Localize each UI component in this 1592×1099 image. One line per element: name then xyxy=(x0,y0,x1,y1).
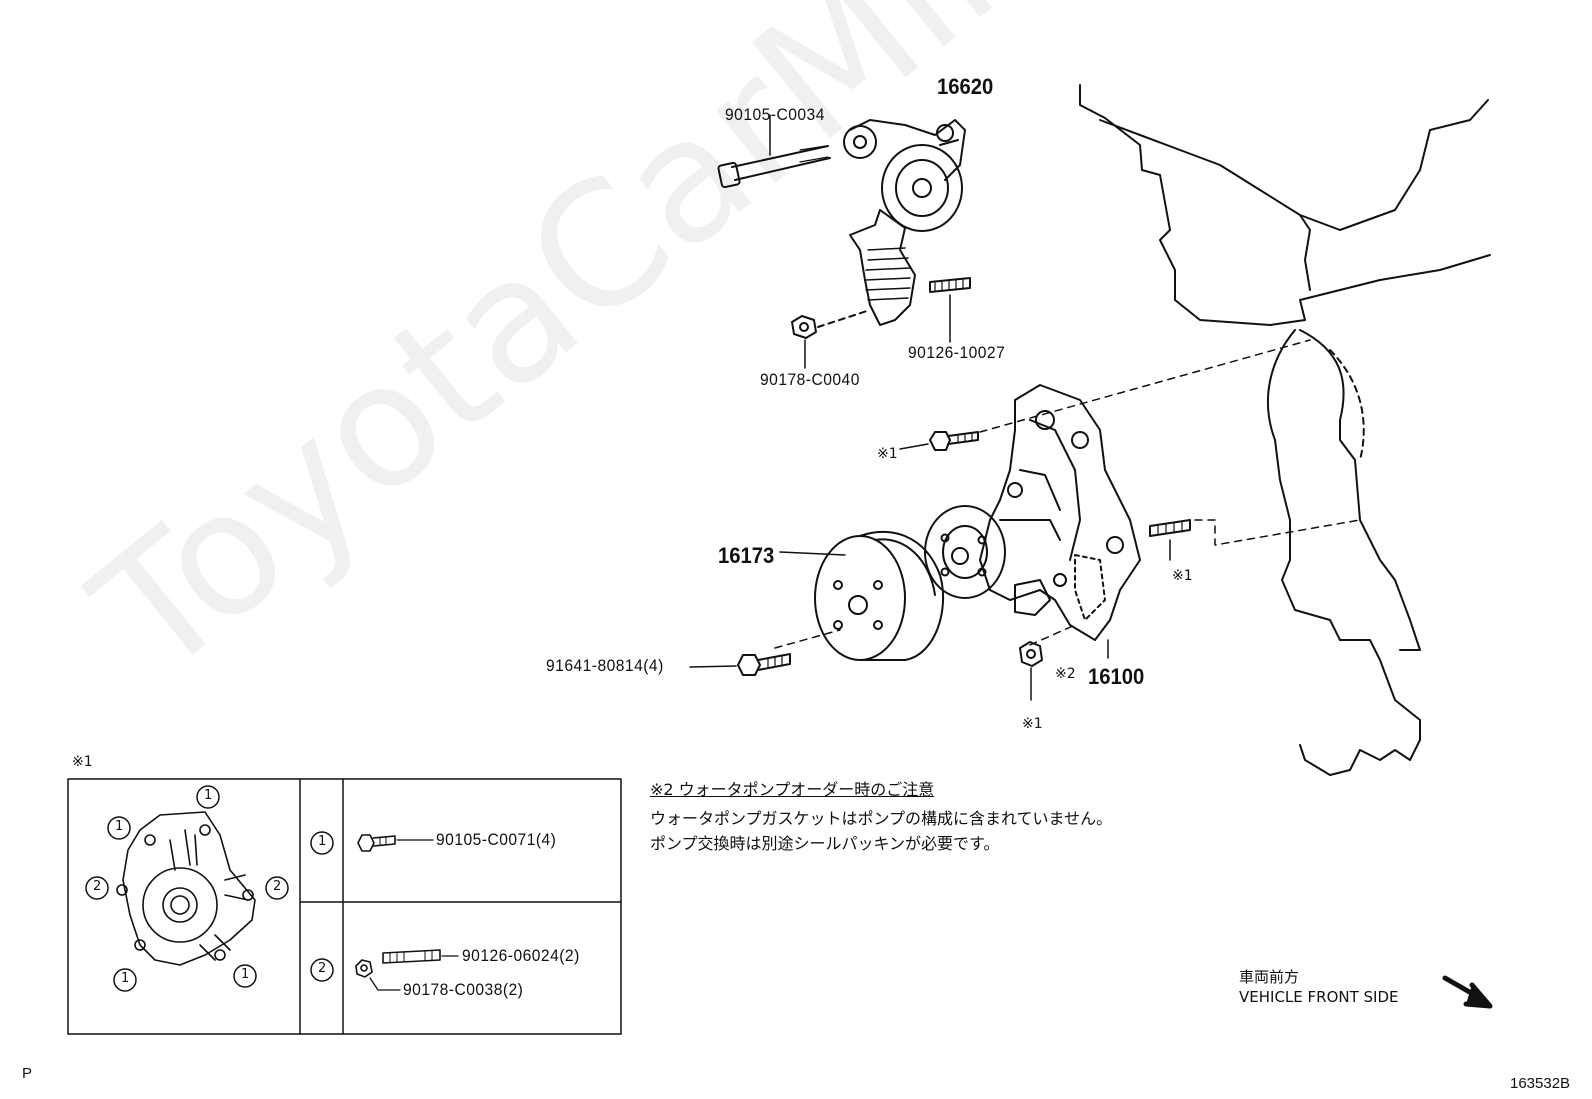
ref-mark-bottom: ※1 xyxy=(1022,716,1043,732)
callout-number: 1 xyxy=(115,819,124,834)
detail-box-title: ※1 xyxy=(72,754,93,770)
ref-mark-2: ※2 xyxy=(1055,666,1076,682)
guide-lines xyxy=(774,339,1361,649)
part-label-16100: 16100 xyxy=(1088,664,1145,689)
detail-part-label-90126-06024: 90126-06024(2) xyxy=(462,946,580,965)
detail-stud-90126-06024 xyxy=(382,949,459,964)
nut-90178-c0040 xyxy=(791,309,871,369)
stud-ref1-right xyxy=(1149,519,1191,561)
detail-part-label-90105-c0071: 90105-C0071(4) xyxy=(436,830,557,849)
detail-part-label-90178-c0038: 90178-C0038(2) xyxy=(403,980,524,999)
callout-number: 1 xyxy=(204,788,213,803)
detail-callout-circles xyxy=(85,785,334,992)
nut-ref1-bottom xyxy=(1019,641,1043,701)
ref-mark-top: ※1 xyxy=(877,446,898,462)
corner-mark-p: P xyxy=(22,1065,33,1082)
belt-tensioner xyxy=(843,119,966,326)
stud-90126-10027 xyxy=(929,277,971,343)
diagram-id: 163532B xyxy=(1510,1075,1571,1092)
direction-arrow-icon xyxy=(1442,975,1493,1009)
vehicle-front-jp: 車両前方 xyxy=(1239,968,1300,986)
callout-number: 1 xyxy=(318,834,327,849)
ref-mark-right: ※1 xyxy=(1172,568,1193,584)
detail-pump-outline xyxy=(116,811,256,966)
note-line-1: ウォータポンプガスケットはポンプの構成に含まれていません。 xyxy=(650,809,1113,828)
detail-nut-90178-c0038 xyxy=(355,959,401,991)
note-heading: ※2 ウォータポンプオーダー時のご注意 xyxy=(650,780,935,799)
pulley-16173 xyxy=(779,530,945,661)
part-label-90105-c0034: 90105-C0034 xyxy=(725,105,825,124)
part-label-16620: 16620 xyxy=(937,74,994,99)
bolt-ref1-top xyxy=(899,431,979,451)
vehicle-front-en: VEHICLE FRONT SIDE xyxy=(1239,988,1399,1006)
part-label-91641-80814: 91641-80814(4) xyxy=(546,656,664,675)
detail-bolt-90105-c0071 xyxy=(357,834,434,852)
callout-number: 2 xyxy=(318,961,327,976)
detail-box-frame xyxy=(67,778,622,1035)
bolt-90105-c0034 xyxy=(717,114,831,189)
part-label-16173: 16173 xyxy=(718,543,775,568)
callout-number: 2 xyxy=(273,879,282,894)
engine-block xyxy=(1079,84,1491,776)
note-line-2: ポンプ交換時は別途シールパッキンが必要です。 xyxy=(650,834,1000,853)
callout-number: 2 xyxy=(93,879,102,894)
callout-number: 1 xyxy=(121,971,130,986)
bolt-91641-80814 xyxy=(689,653,791,676)
part-label-90178-c0040: 90178-C0040 xyxy=(760,370,860,389)
part-label-90126-10027: 90126-10027 xyxy=(908,343,1006,362)
water-pump xyxy=(924,384,1141,659)
callout-number: 1 xyxy=(241,967,250,982)
